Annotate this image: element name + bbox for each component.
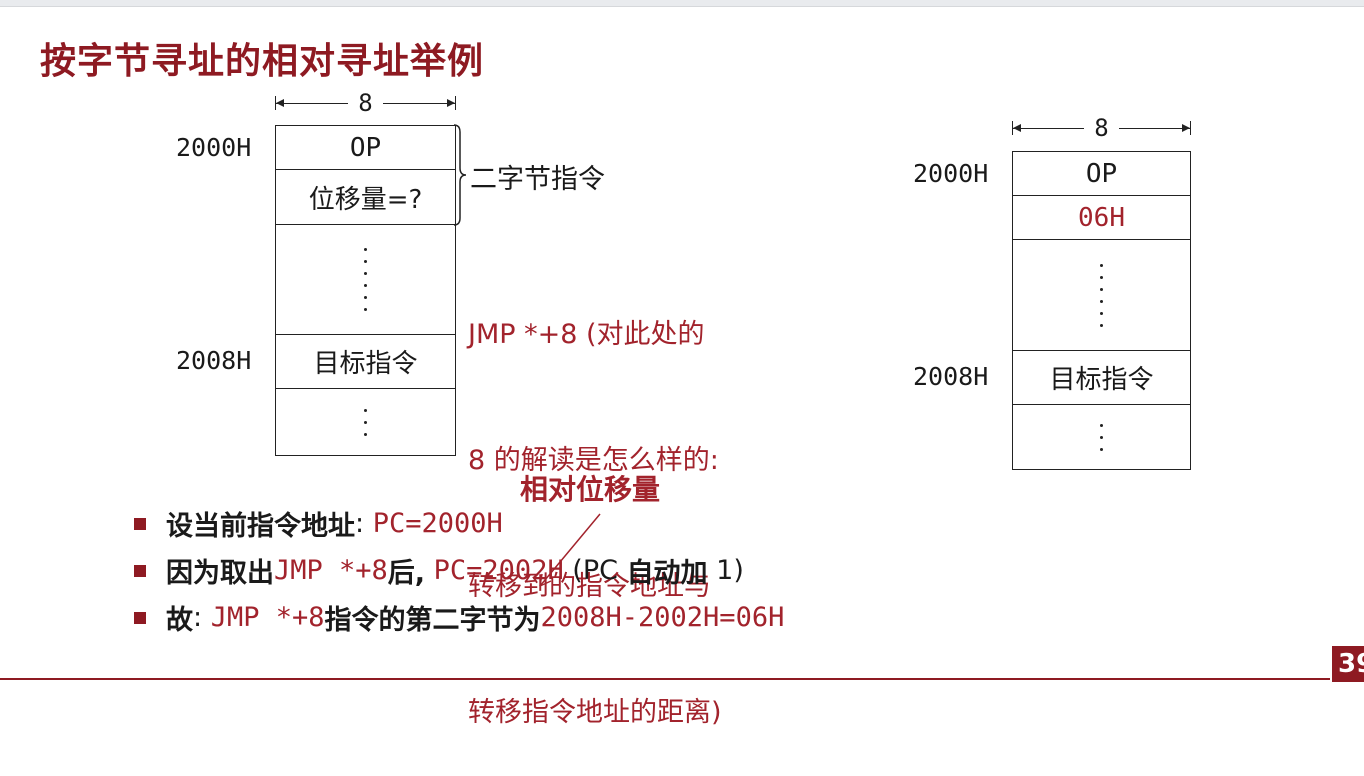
left-width-label: 8 — [358, 89, 373, 117]
left-cell-displacement: 位移量=? — [276, 169, 455, 224]
left-cell-op: OP — [349, 132, 382, 163]
left-cell-target: 目标指令 — [276, 334, 455, 388]
bullet-value: PC=2000H — [372, 508, 503, 539]
bullet-text: 后, — [387, 558, 426, 589]
bullet-item: 故 : JMP *+8 指令的第二字节为 2008H-2002H=06H — [134, 594, 784, 641]
bottom-bar — [0, 678, 1330, 680]
left-addr-2008h: 2008H — [176, 346, 252, 375]
bullet-sep: : — [355, 508, 365, 539]
note-line: JMP *+8 (对此处的 — [468, 319, 705, 350]
right-memory-table: OP 06H 目标指令 — [1012, 151, 1191, 470]
right-cell-op: OP — [1085, 158, 1118, 189]
bullet-sep: : — [193, 602, 203, 633]
bullet-text: 故 — [166, 605, 193, 636]
bullet-paren: 1) — [707, 555, 744, 586]
bullet-item: 设当前指令地址 : PC=2000H — [134, 500, 784, 547]
bullet-code: JMP *+8 — [210, 602, 325, 633]
left-memory-table: OP 位移量=? 目标指令 — [275, 125, 456, 456]
right-addr-2000h: 2000H — [913, 159, 989, 188]
slide-title: 按字节寻址的相对寻址举例 — [40, 41, 485, 82]
top-bar — [0, 0, 1364, 7]
bullet-item: 因为取出 JMP *+8 后, PC=2002H (PC 自动加 1) — [134, 547, 784, 594]
bullet-value: 2008H-2002H=06H — [540, 602, 785, 633]
right-cell-target: 目标指令 — [1013, 350, 1190, 404]
left-cell-ellipsis — [276, 224, 455, 334]
callout-label: 相对位移量 — [520, 473, 661, 506]
note-line: 转移到的指令地址与 — [468, 571, 711, 602]
page-number: 39 — [1332, 646, 1364, 682]
bullet-text: 设当前指令地址 — [166, 511, 355, 542]
bullet-marker — [134, 517, 146, 530]
note-line: 8 的解读是怎么样的: — [468, 445, 719, 476]
bullet-text: 因为取出 — [166, 558, 274, 589]
right-cell-ellipsis-bottom — [1013, 404, 1190, 470]
bullet-value: PC=2002H — [433, 555, 564, 586]
callout-arrow — [539, 513, 601, 587]
bullet-text: 指令的第二字节为 — [324, 605, 541, 636]
bullet-bold: 自动加 — [626, 558, 708, 589]
bullet-paren: (PC — [572, 555, 627, 586]
left-addr-2000h: 2000H — [176, 133, 252, 162]
right-width-indicator: 8 — [1012, 114, 1192, 142]
bullet-marker — [134, 564, 146, 577]
bullet-list: 设当前指令地址 : PC=2000H 因为取出 JMP *+8 后, PC=20… — [134, 500, 784, 641]
right-cell-ellipsis — [1013, 239, 1190, 350]
right-brace — [453, 124, 467, 226]
right-addr-2008h: 2008H — [913, 362, 989, 391]
right-width-label: 8 — [1094, 114, 1109, 142]
note-line: 转移指令地址的距离) — [468, 697, 722, 728]
left-width-indicator: 8 — [275, 89, 457, 117]
bullet-marker — [134, 611, 146, 624]
bullet-code: JMP *+8 — [274, 555, 388, 586]
brace-label: 二字节指令 — [470, 164, 605, 195]
left-cell-ellipsis-bottom — [276, 388, 455, 456]
right-cell-displacement: 06H — [1013, 195, 1190, 239]
